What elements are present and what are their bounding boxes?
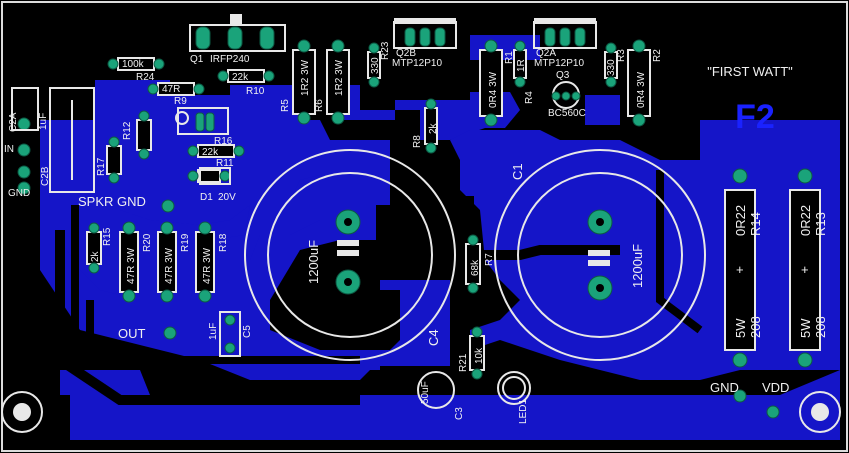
q-small-footprint: [175, 107, 229, 135]
label-c2a: C2A: [8, 112, 19, 132]
label-gnd-right: GND: [710, 380, 739, 395]
label-r0r4-a: 0R4 3W: [488, 71, 499, 108]
misc-footprints: [11, 87, 531, 409]
label-c1-val: 1200uF: [630, 244, 645, 288]
label-in: IN: [4, 144, 14, 155]
label-q1-part: IRFP240: [210, 54, 250, 65]
label-r12: R12: [122, 121, 133, 140]
label-r47: 47R: [162, 84, 180, 95]
label-r7-val: 68k: [470, 259, 481, 276]
capacitor-c-left: [244, 149, 456, 361]
label-gnd-left: GND: [8, 188, 30, 199]
label-r15: R15: [102, 227, 113, 246]
label-c3-val: 50uF: [420, 381, 431, 404]
label-r15-val: 2k: [90, 250, 101, 262]
q1-footprint: [189, 14, 286, 52]
q3-footprint: [551, 81, 581, 109]
label-r14-power: 5W: [733, 318, 748, 338]
label-r8-val: 2k: [428, 122, 439, 134]
label-r19: R19: [180, 233, 191, 252]
q2b-footprint: [393, 18, 457, 49]
label-d1-val: 20V: [218, 192, 236, 203]
label-r0r4-b: 0R4 3W: [636, 71, 647, 108]
label-c2a-val: 1uF: [38, 113, 49, 130]
label-r14-code: 208: [748, 316, 763, 338]
label-spkr-gnd: SPKR GND: [78, 194, 146, 209]
label-c1: C1: [510, 163, 525, 180]
board-title: "FIRST WATT": [707, 64, 793, 79]
label-r1: R1: [504, 51, 515, 64]
label-r23: R23: [380, 41, 391, 60]
label-r23-val: 330: [370, 57, 381, 74]
label-r3-val: 330: [606, 59, 617, 76]
label-r14-plus: +: [736, 262, 744, 277]
label-r16-val: 22k: [202, 147, 219, 158]
label-r10-val: 22k: [232, 72, 249, 83]
label-q2b-part: MTP12P10: [392, 58, 442, 69]
board-model: F2: [735, 98, 775, 136]
label-r11: R11: [216, 158, 234, 169]
resistors-vertical: [86, 49, 821, 371]
capacitor-c1: [494, 149, 706, 361]
label-out: OUT: [118, 326, 146, 341]
label-r17: R17: [96, 157, 107, 176]
label-r10: R10: [246, 86, 265, 97]
label-r20: R20: [142, 233, 153, 252]
label-c5: C5: [242, 325, 253, 338]
label-vdd: VDD: [762, 380, 789, 395]
label-r14: R14: [748, 212, 763, 236]
label-q3: Q3: [556, 70, 570, 81]
label-r47-3w-c: 47R 3W: [202, 247, 213, 284]
q2a-footprint: [533, 18, 597, 49]
label-c5-val: 1uF: [208, 323, 219, 340]
label-r4: R4: [524, 91, 535, 104]
label-r24: R24: [136, 72, 155, 83]
label-c-left-val: 1200uF: [306, 240, 321, 284]
label-c3: C3: [454, 407, 465, 420]
label-r13: R13: [813, 212, 828, 236]
label-r7: R7: [484, 253, 495, 266]
label-r3: R3: [616, 49, 627, 62]
label-r2: R2: [652, 49, 663, 62]
label-q1: Q1: [190, 54, 204, 65]
label-r8: R8: [412, 135, 423, 148]
component-pads: [17, 39, 813, 419]
label-r16: R16: [214, 136, 233, 147]
isolation-gaps: [55, 170, 703, 405]
label-led1: LED1: [518, 399, 529, 424]
label-r9: R9: [174, 96, 187, 107]
label-r5: R5: [280, 99, 291, 112]
mounting-holes: [1, 391, 841, 433]
label-r13-val: 0R22: [798, 205, 813, 236]
label-r47-3w-b: 47R 3W: [164, 247, 175, 284]
label-r5-val: 1R2 3W: [300, 59, 311, 96]
label-c4: C4: [426, 329, 441, 346]
label-r14-val: 0R22: [733, 205, 748, 236]
label-r6-val: 1R2 3W: [334, 59, 345, 96]
label-r13-plus: +: [801, 262, 809, 277]
label-q3-part: BC560C: [548, 108, 586, 119]
label-q2a: Q2A: [536, 48, 556, 59]
label-r13-power: 5W: [798, 318, 813, 338]
label-r21: R21: [458, 353, 469, 372]
label-r18: R18: [218, 233, 229, 252]
label-r13-code: 208: [813, 316, 828, 338]
label-r24-val: 100k: [122, 59, 145, 70]
label-q2a-part: MTP12P10: [534, 58, 584, 69]
label-r21-val: 10k: [474, 347, 485, 364]
label-r47-3w-a: 47R 3W: [126, 247, 137, 284]
label-r6: R6: [314, 99, 325, 112]
label-c2b: C2B: [40, 166, 51, 186]
label-q2b: Q2B: [396, 48, 416, 59]
label-r1-val: 1R: [516, 59, 527, 72]
label-d1: D1: [200, 192, 213, 203]
